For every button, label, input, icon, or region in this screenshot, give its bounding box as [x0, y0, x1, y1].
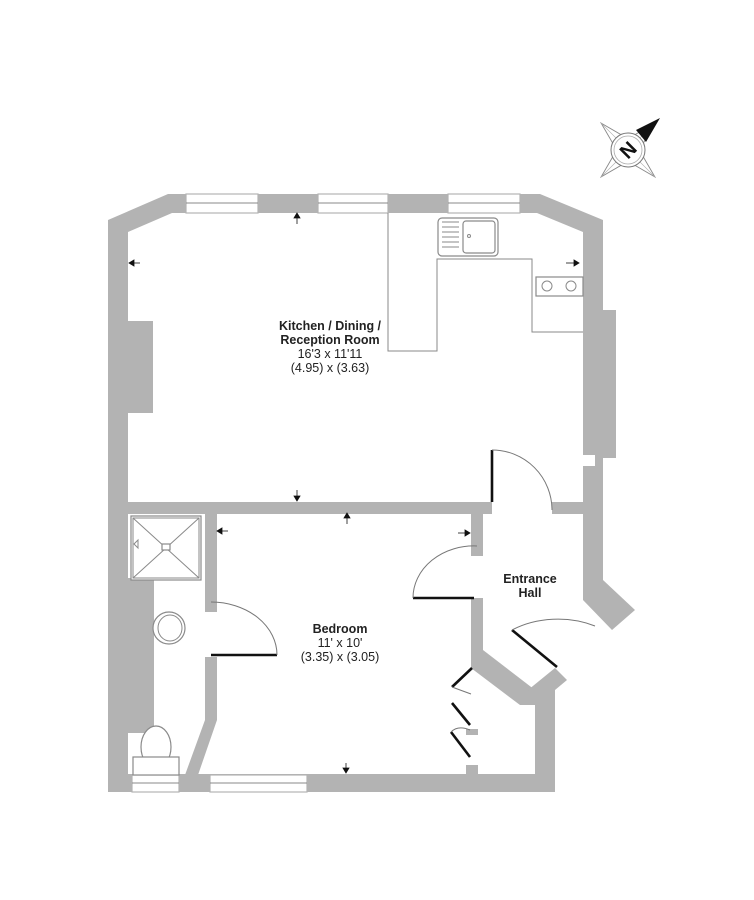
room-dimensions-metric: (4.95) x (3.63): [290, 361, 370, 375]
measure-arrows: [128, 212, 580, 774]
room-name-line2: Reception Room: [280, 333, 380, 347]
room-dimensions-imperial: 11' x 10': [317, 636, 363, 650]
kitchen-units: [387, 213, 584, 352]
room-name: Kitchen / Dining /: [278, 319, 382, 333]
room-label-bedroom: Bedroom 11' x 10' (3.35) x (3.05): [280, 622, 400, 664]
room-name-line2: Hall: [518, 586, 542, 600]
doors: [210, 449, 596, 758]
compass-icon: N: [599, 118, 660, 179]
room-dimensions-imperial: 16'3 x 11'11: [297, 347, 363, 361]
room-dimensions-metric: (3.35) x (3.05): [300, 650, 380, 664]
room-name: Entrance: [503, 572, 557, 586]
room-label-entrance-hall: Entrance Hall: [490, 572, 570, 600]
bathroom-fixtures: [130, 515, 202, 776]
windows: [131, 193, 521, 793]
room-name: Bedroom: [312, 622, 368, 636]
room-label-kitchen: Kitchen / Dining / Reception Room 16'3 x…: [240, 319, 420, 375]
